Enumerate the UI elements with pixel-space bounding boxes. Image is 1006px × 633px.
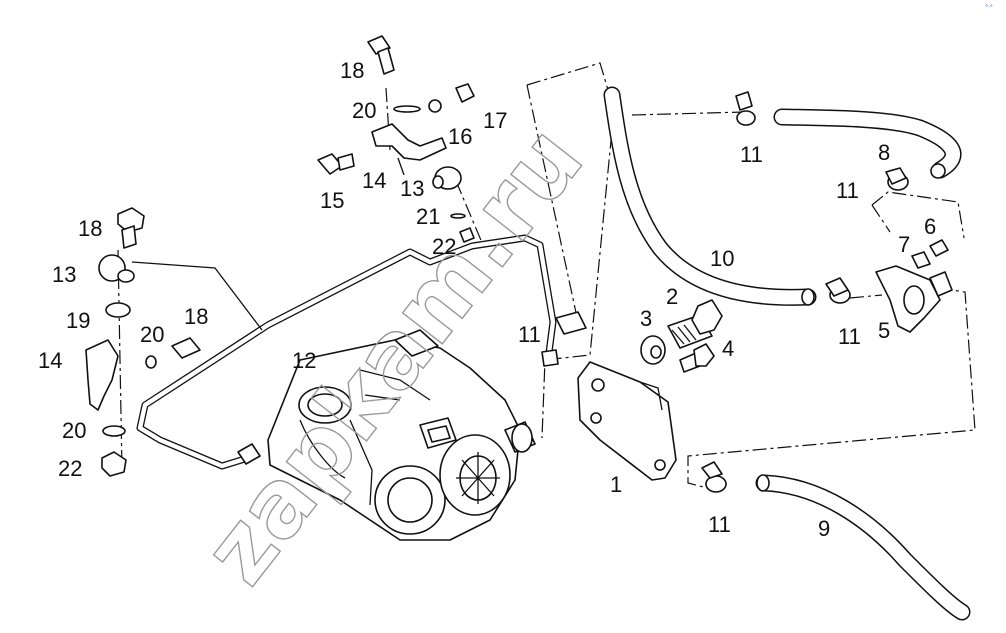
callout-labels: 18 20 17 16 14 13 15 21 22 18 13 19 20 1… [38,58,936,541]
callout-1: 1 [610,472,622,497]
callout-3: 3 [640,306,652,331]
callout-5: 5 [878,318,890,343]
callout-22: 22 [58,456,82,481]
turbocharger [267,329,536,541]
callout-11: 11 [836,178,859,203]
callout-17: 17 [483,108,507,133]
callout-20: 20 [352,98,376,123]
callout-13: 13 [52,262,76,287]
valve-5 [875,251,953,333]
hose-10 [603,86,817,306]
callout-2: 2 [666,284,678,309]
flange-plate [577,361,677,481]
clamp-left [555,311,587,335]
callout-21: 21 [416,204,440,229]
callout-14: 14 [362,168,386,193]
upper-bracket-parts [317,35,475,243]
callout-20: 20 [140,322,164,347]
callout-10: 10 [710,246,734,271]
clamp-bottom [701,461,727,493]
oil-feed-pipe [136,234,559,470]
callout-18: 18 [78,216,102,241]
callout-6: 6 [924,214,936,239]
callout-13: 13 [400,176,424,201]
clamp-mid [825,277,851,304]
callout-18: 18 [340,58,364,83]
callout-8: 8 [878,140,890,165]
hose-9 [755,474,971,621]
callout-16: 16 [448,124,472,149]
clamp-right [885,167,909,191]
callout-20: 20 [62,418,86,443]
bolt-4 [679,343,715,373]
hose-clamps [555,91,909,493]
left-bracket-parts [85,207,201,477]
clamp-top [735,91,756,126]
union-fitting [640,299,723,365]
callout-11: 11 [838,324,861,349]
callout-11: 11 [740,142,763,167]
callout-4: 4 [722,336,734,361]
callout-9: 9 [818,516,830,541]
callout-19: 19 [66,308,90,333]
callout-11: 11 [708,512,731,537]
leader-lines [131,157,405,331]
dashed-group-lines [117,62,976,491]
callout-14: 14 [38,348,62,373]
hose-8 [773,108,962,179]
callout-18: 18 [184,304,208,329]
callout-15: 15 [320,188,344,213]
corner-mark: °·° [985,4,993,11]
callout-11: 11 [518,322,541,347]
bolt-6 [929,239,949,257]
callout-7: 7 [898,232,910,257]
callout-22: 22 [432,234,456,259]
callout-12: 12 [292,348,316,373]
